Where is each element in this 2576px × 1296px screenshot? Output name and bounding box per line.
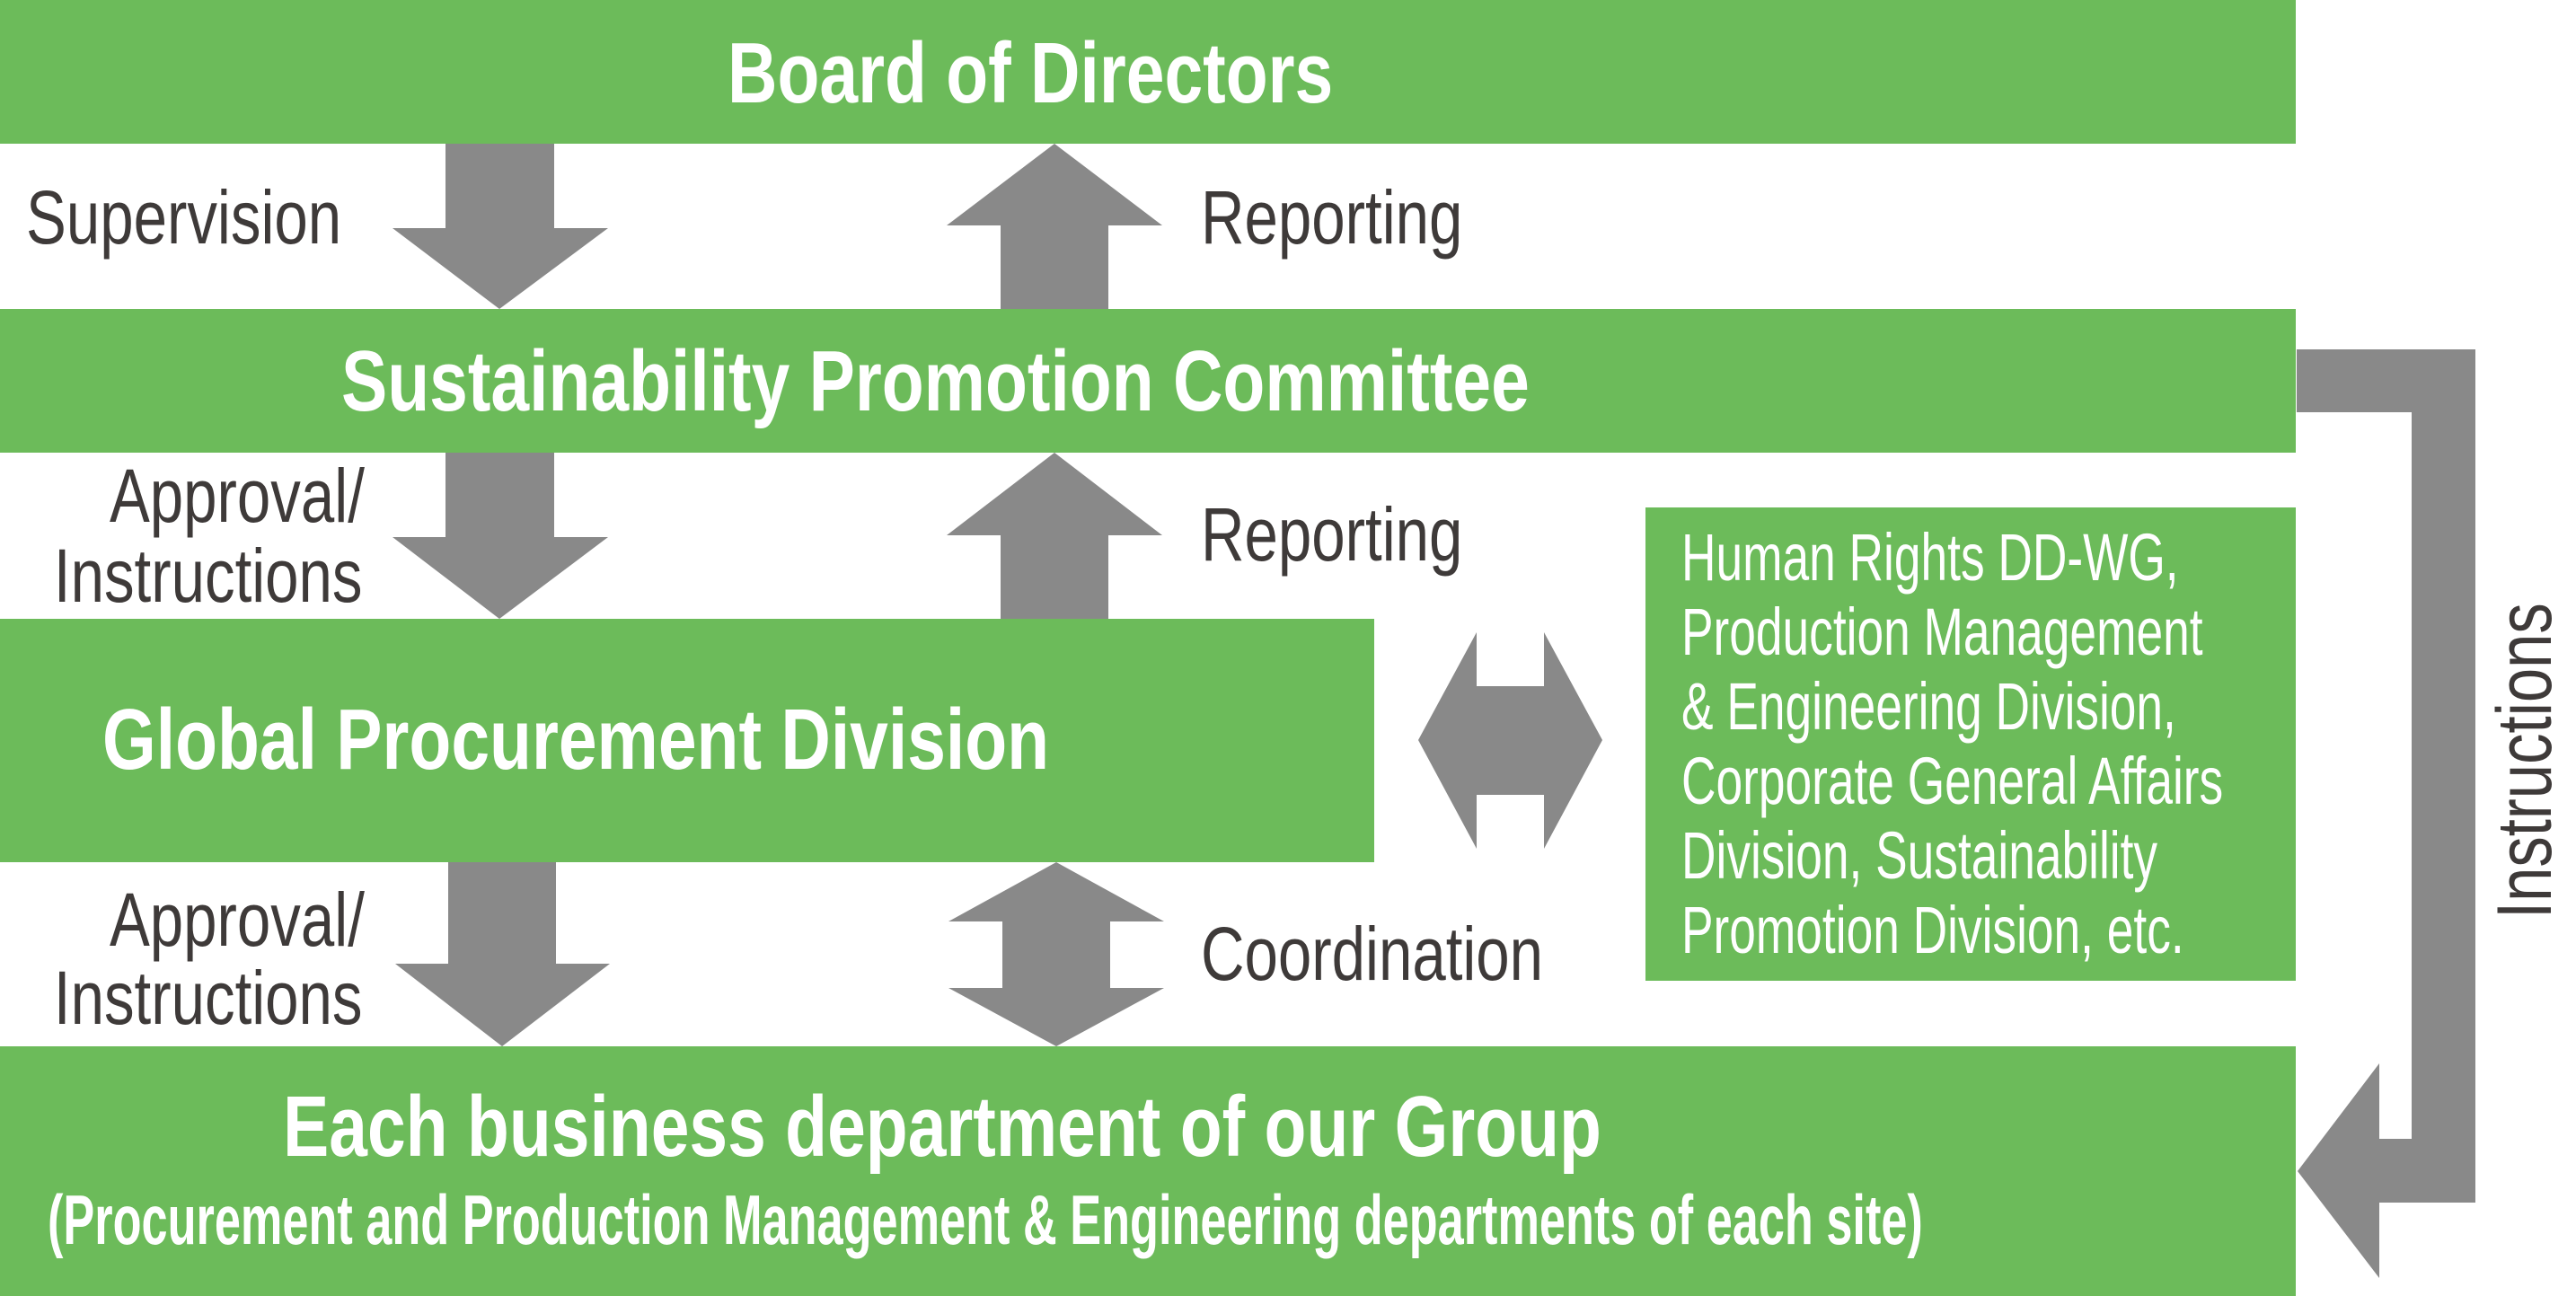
related-division-line: Division, Sustainability bbox=[1681, 818, 2158, 893]
board-of-directors-box bbox=[0, 0, 2296, 144]
business-departments-title: Each business department of our Group bbox=[283, 1079, 1601, 1175]
approval-down-arrow-icon bbox=[395, 862, 610, 1046]
reporting-label-top: Reporting bbox=[1201, 175, 1463, 260]
related-division-line: Human Rights DD-WG, bbox=[1681, 520, 2179, 595]
coordination-double-arrow-icon bbox=[948, 862, 1164, 1046]
instructions-label-lower: Instructions bbox=[54, 956, 363, 1040]
instructions-vertical-label: Instructions bbox=[2482, 603, 2568, 919]
global-procurement-title: Global Procurement Division bbox=[102, 692, 1050, 788]
instructions-bracket-arrow-icon bbox=[2297, 349, 2475, 1278]
supervision-label: Supervision bbox=[26, 175, 342, 260]
reporting-up-arrow-icon bbox=[947, 453, 1162, 619]
instructions-label-upper: Instructions bbox=[54, 533, 363, 618]
business-departments-box bbox=[0, 1046, 2296, 1296]
related-division-line: Promotion Division, etc. bbox=[1681, 893, 2184, 967]
approval-label-lower: Approval/ bbox=[110, 877, 365, 962]
approval-label-upper: Approval/ bbox=[110, 454, 365, 538]
approval-down-arrow-icon bbox=[393, 453, 608, 619]
global-procurement-box bbox=[0, 619, 1374, 862]
related-division-line: Production Management bbox=[1681, 595, 2203, 669]
sustainability-committee-title: Sustainability Promotion Committee bbox=[341, 333, 1530, 429]
board-of-directors-title: Board of Directors bbox=[728, 25, 1334, 121]
coordination-label: Coordination bbox=[1201, 912, 1544, 996]
related-divisions-box bbox=[1645, 507, 2296, 981]
reporting-up-arrow-icon bbox=[947, 144, 1162, 309]
reporting-label-middle: Reporting bbox=[1201, 492, 1463, 577]
related-divisions-text: Human Rights DD-WG, Production Managemen… bbox=[1681, 520, 2223, 967]
related-division-line: Corporate General Affairs bbox=[1681, 744, 2224, 818]
supervision-down-arrow-icon bbox=[393, 144, 608, 309]
related-division-line: & Engineering Division, bbox=[1681, 669, 2176, 744]
sustainability-committee-box bbox=[0, 309, 2296, 453]
bidirectional-horizontal-arrow-icon bbox=[1418, 632, 1602, 849]
business-departments-subtitle: (Procurement and Production Management &… bbox=[48, 1180, 1923, 1259]
